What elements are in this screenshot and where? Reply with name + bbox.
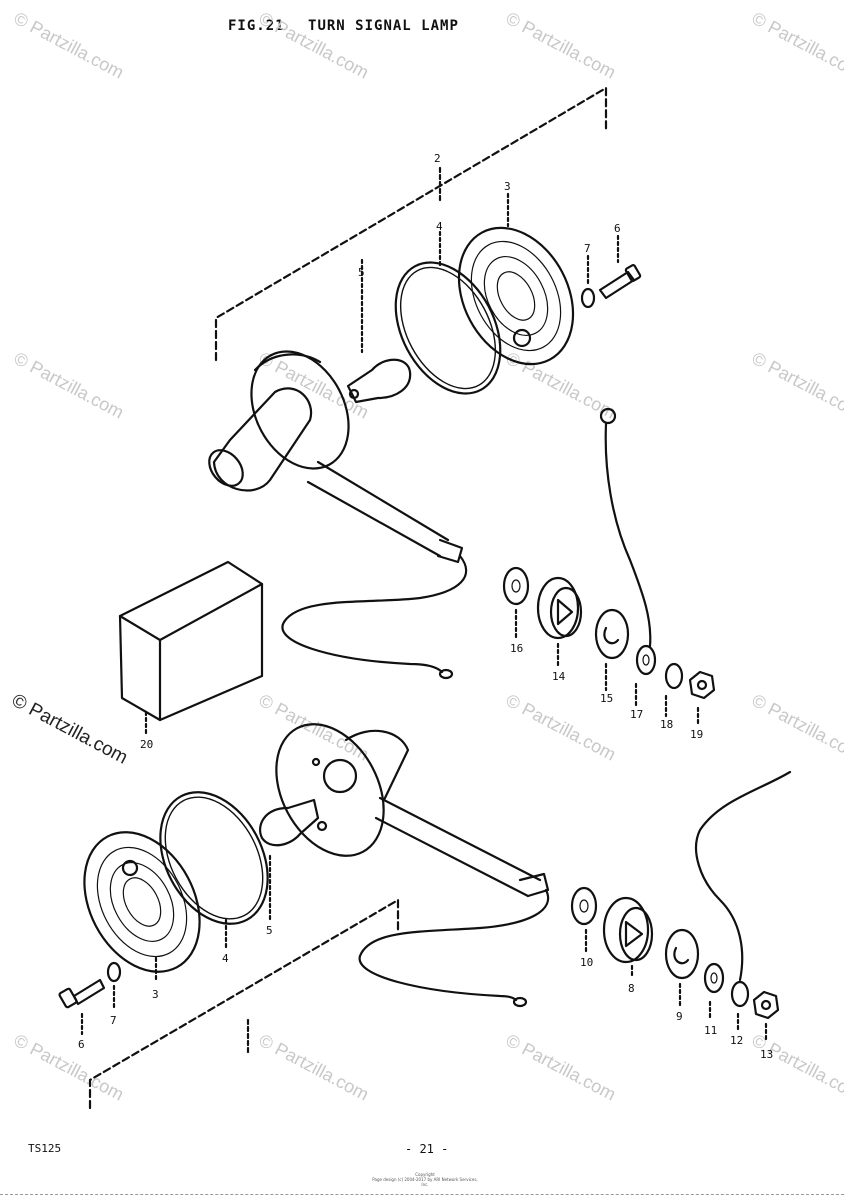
callout-15: 15 bbox=[600, 692, 613, 705]
callout-20: 20 bbox=[140, 738, 153, 751]
callout-5: 5 bbox=[358, 266, 365, 279]
lower-assembly-bracket bbox=[88, 898, 400, 1110]
figure-number: FIG.21 bbox=[228, 18, 285, 34]
upper-lens-screw bbox=[598, 234, 642, 300]
upper-gasket-ring bbox=[394, 230, 502, 395]
callout-4-lower: 4 bbox=[222, 952, 229, 965]
lower-bulb bbox=[259, 798, 320, 922]
flasher-relay bbox=[118, 560, 264, 736]
callout-11: 11 bbox=[704, 1024, 717, 1037]
upper-callouts: 2 3 4 5 6 7 16 14 15 17 18 19 20 bbox=[140, 152, 703, 751]
ground-wire bbox=[599, 407, 652, 648]
callout-19: 19 bbox=[690, 728, 703, 741]
callout-16: 16 bbox=[510, 642, 523, 655]
upper-lens bbox=[457, 192, 575, 366]
upper-mount-washer bbox=[502, 566, 530, 640]
figure-title: FIG.21 TURN SIGNAL LAMP bbox=[228, 18, 473, 34]
lower-lens bbox=[83, 831, 201, 984]
lower-flat-washer bbox=[703, 962, 725, 1022]
copyright-notice: Copyright Page design (c) 2004-2017 by A… bbox=[370, 1172, 480, 1187]
lower-callouts: 3 4 5 6 7 10 8 9 11 12 13 bbox=[78, 924, 773, 1061]
lower-gasket-ring bbox=[159, 791, 269, 950]
upper-mount-grommet bbox=[536, 576, 583, 670]
lower-mount-grommet bbox=[602, 896, 654, 980]
lower-mount-spacer bbox=[664, 928, 700, 1008]
lower-lock-washer bbox=[106, 961, 122, 1012]
lower-ground-wire bbox=[695, 770, 792, 982]
callout-18: 18 bbox=[660, 718, 673, 731]
callout-10: 10 bbox=[580, 956, 593, 969]
page-number: - 21 - bbox=[405, 1142, 449, 1156]
lower-mount-washer bbox=[570, 886, 598, 954]
copyright-text: Page design (c) 2004-2017 by ARI Network… bbox=[372, 1177, 478, 1187]
callout-3: 3 bbox=[504, 180, 511, 193]
lower-nut bbox=[752, 990, 780, 1042]
lower-lamp-wire bbox=[358, 888, 550, 1008]
lower-lens-screw bbox=[58, 978, 106, 1036]
callout-14: 14 bbox=[552, 670, 566, 683]
upper-spring-washer bbox=[664, 662, 684, 718]
callout-6-lower: 6 bbox=[78, 1038, 85, 1051]
model-code: TS125 bbox=[28, 1142, 62, 1155]
upper-assembly-bracket bbox=[214, 86, 608, 362]
upper-lock-washer bbox=[580, 254, 596, 309]
callout-3-lower: 3 bbox=[152, 988, 159, 1001]
callout-7-lower: 7 bbox=[110, 1014, 117, 1027]
callout-8: 8 bbox=[628, 982, 635, 995]
callout-7: 7 bbox=[584, 242, 591, 255]
lower-lamp-housing bbox=[275, 723, 550, 898]
upper-flat-washer bbox=[634, 644, 657, 708]
upper-lamp-wire bbox=[281, 554, 468, 680]
figure-name: TURN SIGNAL LAMP bbox=[308, 18, 459, 34]
page-edge-divider bbox=[0, 1194, 844, 1195]
upper-mount-spacer bbox=[594, 608, 630, 692]
upper-nut bbox=[688, 670, 716, 726]
upper-lamp-housing bbox=[208, 350, 464, 564]
callout-2: 2 bbox=[434, 152, 441, 165]
callout-4: 4 bbox=[436, 220, 443, 233]
upper-bulb bbox=[346, 258, 412, 404]
lower-spring-washer bbox=[730, 980, 750, 1032]
callout-13: 13 bbox=[760, 1048, 773, 1061]
callout-9: 9 bbox=[676, 1010, 683, 1023]
callout-6: 6 bbox=[614, 222, 621, 235]
callout-17: 17 bbox=[630, 708, 643, 721]
callout-5-lower: 5 bbox=[266, 924, 273, 937]
copyright-title: Copyright bbox=[415, 1172, 435, 1177]
callout-12: 12 bbox=[730, 1034, 743, 1047]
